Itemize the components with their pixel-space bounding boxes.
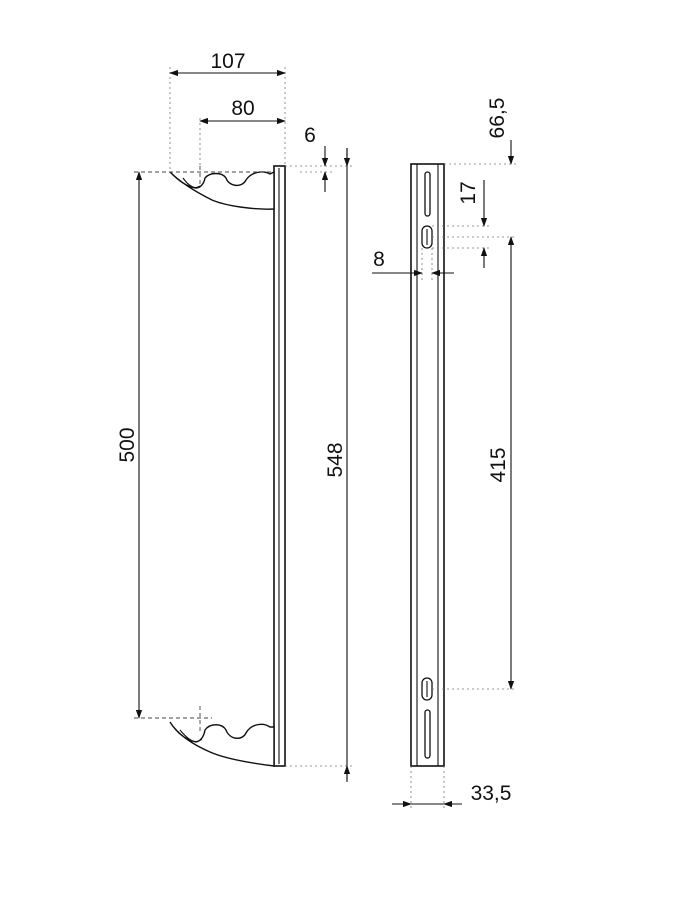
dim-500-label: 500: [116, 427, 139, 462]
dim-548-label: 548: [324, 442, 347, 477]
dim-17-label: 17: [457, 181, 480, 204]
dim-33-5-label: 33,5: [471, 782, 512, 805]
front-strip: [410, 163, 445, 767]
dim-107-label: 107: [210, 50, 245, 73]
side-view: 107 80 6 500 548: [116, 50, 352, 782]
dim-66-5-label: 66,5: [486, 98, 509, 139]
dim-80-label: 80: [231, 97, 254, 120]
front-view: 66,5 17 8 415 33,5: [372, 98, 516, 810]
top-hook: [169, 170, 275, 210]
top-long-slot: [424, 171, 431, 217]
bottom-hook: [169, 721, 275, 767]
dim-415-label: 415: [487, 447, 510, 482]
bottom-long-slot: [424, 709, 431, 759]
dim-6-label: 6: [304, 124, 316, 147]
dim-8-label: 8: [373, 248, 385, 271]
